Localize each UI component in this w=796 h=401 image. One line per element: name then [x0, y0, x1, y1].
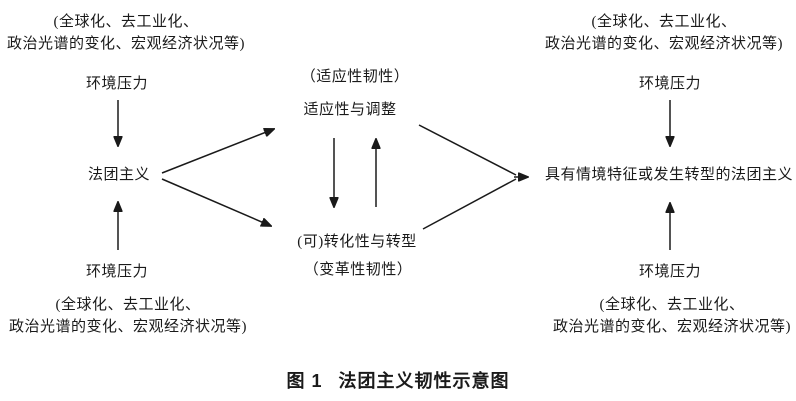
- node-transformability-transition: (可)转化性与转型: [297, 234, 417, 250]
- env-pressure-top-left: 环境压力: [85, 76, 149, 92]
- arrow-corporatism-to-transformation: [161, 178, 271, 226]
- figure-caption: 图 1 法团主义韧性示意图: [286, 367, 509, 393]
- node-adaptation-adjustment: 适应性与调整: [303, 102, 397, 118]
- transformative-resilience-annotation: （变革性韧性）: [303, 262, 413, 278]
- node-corporatism: 法团主义: [87, 167, 151, 183]
- env-factors-top-right: (全球化、去工业化、 政治光谱的变化、宏观经济状况等): [545, 11, 783, 55]
- env-factors-top-left: (全球化、去工业化、 政治光谱的变化、宏观经济状况等): [7, 11, 245, 55]
- figure-caption-title: 法团主义韧性示意图: [338, 371, 510, 391]
- env-factors-bottom-left: (全球化、去工业化、 政治光谱的变化、宏观经济状况等): [9, 294, 247, 338]
- figure-caption-number: 图 1: [286, 371, 323, 391]
- env-pressure-bottom-right: 环境压力: [638, 264, 702, 280]
- env-factors-line: 政治光谱的变化、宏观经济状况等): [553, 319, 791, 335]
- line-transformation-to-outcome: [422, 178, 517, 230]
- env-factors-line: (全球化、去工业化、: [53, 14, 199, 30]
- arrow-corporatism-to-adaptation: [161, 129, 274, 174]
- env-pressure-top-right: 环境压力: [638, 76, 702, 92]
- adaptive-resilience-annotation: （适应性韧性）: [300, 69, 410, 85]
- env-factors-line: 政治光谱的变化、宏观经济状况等): [545, 36, 783, 52]
- env-factors-line: (全球化、去工业化、: [599, 297, 745, 313]
- env-factors-line: 政治光谱的变化、宏观经济状况等): [9, 319, 247, 335]
- env-factors-line: (全球化、去工业化、: [55, 297, 201, 313]
- node-transformed-corporatism: 具有情境特征或发生转型的法团主义: [544, 167, 794, 183]
- env-pressure-bottom-left: 环境压力: [85, 264, 149, 280]
- env-factors-bottom-right: (全球化、去工业化、 政治光谱的变化、宏观经济状况等): [553, 294, 791, 338]
- env-factors-line: (全球化、去工业化、: [591, 14, 737, 30]
- env-factors-line: 政治光谱的变化、宏观经济状况等): [7, 36, 245, 52]
- line-adaptation-to-outcome: [418, 124, 517, 176]
